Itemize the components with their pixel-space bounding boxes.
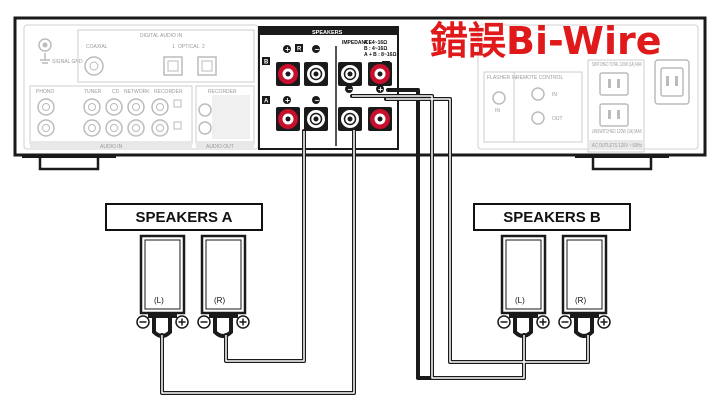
svg-text:A + B : 8~16Ω: A + B : 8~16Ω [364,52,396,58]
svg-text:+: + [285,46,291,54]
svg-text:CD: CD [112,89,120,95]
speakers-a-label: SPEAKERS A [105,203,263,231]
svg-text:FLASHER IN: FLASHER IN [487,75,517,81]
svg-text:(L): (L) [515,296,525,305]
svg-text:RECORDER: RECORDER [208,89,237,95]
terminal-a-r-minus [304,107,328,131]
audio-out-label: AUDIO OUT [206,144,234,150]
terminal-a-l-minus [338,107,362,131]
svg-text:B : 4~16Ω: B : 4~16Ω [364,46,387,52]
audio-in-label: AUDIO IN [100,144,123,150]
svg-text:A : 4~16Ω: A : 4~16Ω [364,40,387,46]
svg-text:NETWORK: NETWORK [124,89,150,95]
signal-gnd-terminal: SIGNAL GND [38,38,83,65]
optical-2-jack [197,56,217,76]
ac-outlets-section: SWITCHED TOTAL 120W (1A) MAX UNSWITCHED … [587,59,645,153]
audio-out-section: RECORDER AUDIO OUT [195,85,255,150]
binding-posts [276,62,392,131]
unswitched-outlet [599,103,629,127]
svg-text:A: A [264,99,269,105]
optical-label: OPTICAL [178,44,200,50]
svg-text:OUT: OUT [552,116,563,122]
speakers-b-label: SPEAKERS B [473,203,631,231]
svg-text:B: B [264,60,269,66]
wire-core [161,95,589,394]
speaker-b-right: (R) [558,234,611,338]
svg-text:IN: IN [495,108,500,114]
svg-text:IN: IN [552,92,557,98]
svg-text:−: − [347,85,353,93]
switched-outlet [599,72,629,96]
svg-text:+: + [378,86,384,94]
svg-text:−: − [314,96,320,104]
audio-in-section: PHONO TUNER CD NETWORK RECORDER AUDIO IN [29,85,193,150]
terminal-b-l-plus [368,62,392,86]
svg-text:−: − [314,45,320,53]
svg-text:PHONO: PHONO [36,89,54,95]
svg-text:+: + [285,97,291,105]
signal-gnd-label: SIGNAL GND [52,59,83,65]
digital-audio-in-section: DIGITAL AUDIO IN COAXIAL OPTICAL 1 2 [77,29,255,83]
coaxial-label: COAXIAL [86,44,108,50]
svg-text:(R): (R) [575,296,586,305]
speaker-a-right: (R) [197,234,250,338]
speaker-b-left: (L) [497,234,550,338]
speakers-panel-label: SPEAKERS [312,30,343,36]
terminal-a-r-plus [276,107,300,131]
terminal-b-r-plus [276,62,300,86]
svg-text:AC OUTLETS 120V ~ 60Hz: AC OUTLETS 120V ~ 60Hz [592,143,642,149]
speakers-b-group: (L) (R) [497,234,611,338]
wire-a-l [160,128,356,395]
ac-inlet [654,59,690,105]
terminal-a-l-plus [368,107,392,131]
speakers-a-group: (L) (R) [136,234,250,338]
svg-text:RECORDER: RECORDER [154,89,183,95]
speaker-a-left: (L) [136,234,189,338]
svg-text:2: 2 [202,44,205,50]
svg-text:UNSWITCHED 120W (1A) MAX: UNSWITCHED 120W (1A) MAX [592,129,642,135]
svg-text:REMOTE CONTROL: REMOTE CONTROL [516,75,563,81]
rca-jacks [37,98,182,137]
svg-text:TUNER: TUNER [84,89,102,95]
svg-text:IMPEDANCE: IMPEDANCE [342,40,373,46]
svg-text:1: 1 [172,44,175,50]
coaxial-jack [84,56,104,76]
svg-text:(R): (R) [214,296,225,305]
page-title: 錯誤Bi-Wire [430,19,662,63]
svg-text:R: R [297,47,302,53]
terminal-b-l-minus [338,62,362,86]
svg-text:SWITCHED TOTAL 120W (1A) MAX: SWITCHED TOTAL 120W (1A) MAX [592,62,642,68]
svg-text:(L): (L) [154,296,164,305]
terminal-b-r-minus [304,62,328,86]
digital-audio-in-label: DIGITAL AUDIO IN [140,33,183,39]
flasher-remote-section: FLASHER IN REMOTE CONTROL IN IN OUT [483,71,583,143]
optical-1-jack [163,56,183,76]
